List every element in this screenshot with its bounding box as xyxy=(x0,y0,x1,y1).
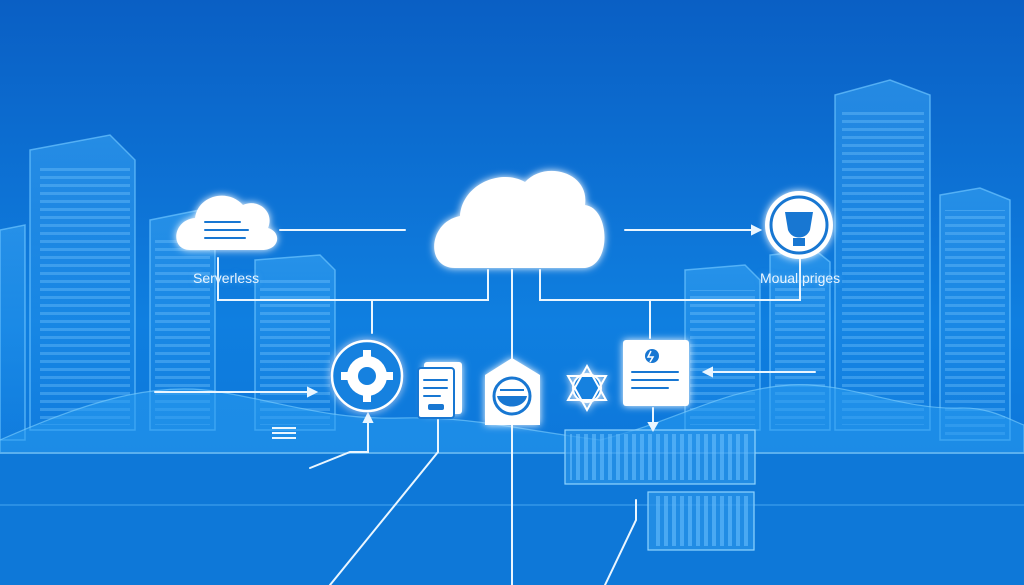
cloud-icon xyxy=(434,170,605,268)
serverless-label: Serverless xyxy=(193,270,260,286)
connector-lines xyxy=(154,224,816,585)
service-label-right: Moual priges xyxy=(760,270,841,286)
container-icon xyxy=(564,429,756,551)
network-star-icon xyxy=(566,363,608,413)
shield-icon xyxy=(765,191,833,259)
function-document-icon xyxy=(623,340,689,406)
small-cloud-icon xyxy=(176,195,278,250)
house-icon xyxy=(485,358,540,425)
gear-icon xyxy=(330,339,404,413)
document-icon xyxy=(417,362,462,419)
left-skyline xyxy=(0,134,336,441)
menu-icon xyxy=(272,427,296,439)
